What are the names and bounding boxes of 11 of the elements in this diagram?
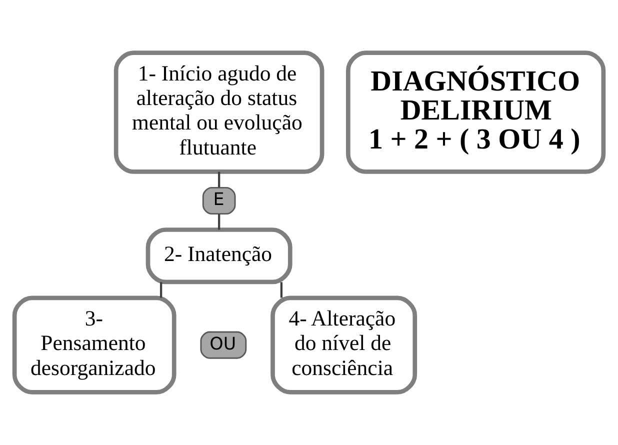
connector bbox=[218, 172, 220, 188]
node-box: 1- Início agudo de alteração do status mental ou evolução flutuante bbox=[114, 50, 324, 174]
node-box: DIAGNÓSTICO DELIRIUM 1 + 2 + ( 3 OU 4 ) bbox=[346, 50, 606, 174]
node-box: 2- Inatenção bbox=[146, 228, 292, 284]
node-box: 3- Pensamento desorganizado bbox=[12, 296, 176, 394]
node-box: OU bbox=[200, 331, 247, 359]
node-box: 4- Alteração do nível de consciência bbox=[270, 296, 418, 394]
connector bbox=[160, 282, 162, 298]
node-box: E bbox=[202, 186, 236, 215]
connector bbox=[280, 282, 283, 298]
connector bbox=[218, 214, 220, 230]
